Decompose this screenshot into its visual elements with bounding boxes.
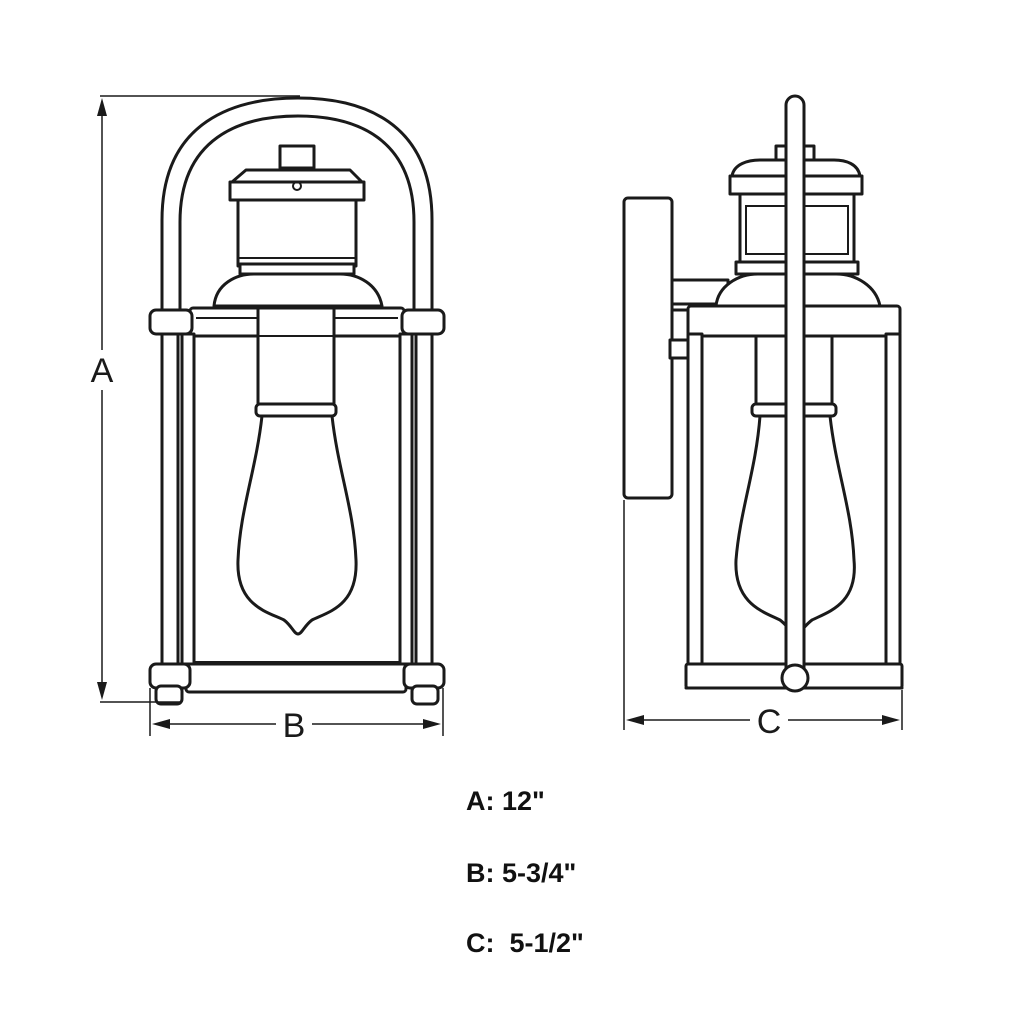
front-bottom-right-knob <box>402 662 446 690</box>
dimension-b-arrow-right <box>423 719 441 729</box>
dimension-c-arrow-right <box>882 715 900 725</box>
dimension-c: C <box>623 500 903 742</box>
side-wall-backplate <box>622 196 674 500</box>
front-bottom-left-knob <box>148 662 192 690</box>
front-top-right-knob <box>400 308 446 336</box>
dimension-c-label: C <box>757 703 782 741</box>
front-right-post-outer <box>414 332 434 666</box>
front-glass-panel <box>193 335 401 663</box>
dimension-b-label: B <box>283 707 306 745</box>
side-right-post <box>884 332 902 690</box>
front-right-foot <box>410 684 440 706</box>
side-left-post <box>686 332 704 690</box>
front-top-left-knob <box>148 308 194 336</box>
front-cap-knob <box>278 144 316 170</box>
front-arch-handle <box>160 96 434 314</box>
side-handle-finial <box>780 663 810 693</box>
side-handle-rod <box>784 94 806 682</box>
spec-height: A: 12" <box>466 786 545 816</box>
dimension-c-arrow-left <box>626 715 644 725</box>
front-left-post-outer <box>160 332 180 666</box>
front-cap-body <box>236 198 358 268</box>
side-view <box>622 94 904 693</box>
front-bottom-frame-bar <box>184 662 408 694</box>
front-cap-sensor <box>292 181 302 191</box>
front-left-post-inner <box>180 332 196 666</box>
front-cap-lid <box>230 168 364 184</box>
spec-width: B: 5-3/4" <box>466 858 577 888</box>
dimension-a-arrow-bottom <box>97 682 107 700</box>
front-left-foot <box>154 684 184 706</box>
dimension-b-arrow-left <box>152 719 170 729</box>
front-edison-bulb <box>236 414 358 636</box>
front-socket <box>256 306 336 414</box>
spec-depth: C: 5-1/2" <box>466 928 584 958</box>
dimension-a: A <box>84 95 300 703</box>
front-view <box>148 96 446 706</box>
dimension-a-arrow-top <box>97 98 107 116</box>
dimension-b: B <box>149 688 444 746</box>
front-dome <box>212 272 384 308</box>
front-right-post-inner <box>398 332 414 666</box>
dimension-a-label: A <box>91 352 114 390</box>
front-arch-handle-inner <box>178 114 416 314</box>
front-socket-ring <box>254 402 338 418</box>
